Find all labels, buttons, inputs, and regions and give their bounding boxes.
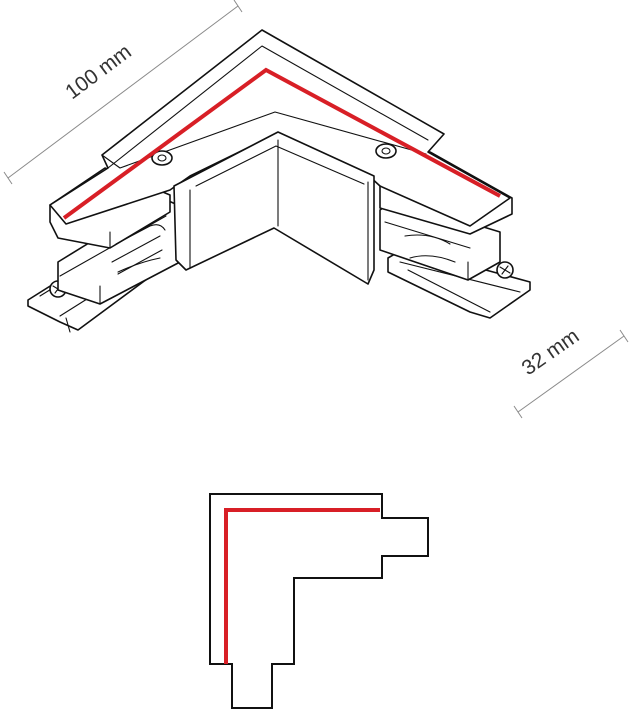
right-arm-lower-slots bbox=[384, 221, 471, 281]
height-dimension-tick-start bbox=[513, 405, 523, 419]
height-dimension-tick-end bbox=[619, 329, 629, 343]
l-connector-isometric bbox=[27, 29, 531, 333]
length-dimension-line bbox=[7, 5, 239, 179]
plan-conductor-line bbox=[224, 508, 380, 664]
length-dimension-tick-start bbox=[3, 171, 13, 185]
length-dimension-label: 100 mm bbox=[61, 40, 136, 104]
top-plate-inner-edge bbox=[101, 45, 429, 169]
l-connector-plan-view bbox=[209, 493, 429, 709]
central-housing bbox=[173, 131, 375, 285]
length-dimension-tick-end bbox=[233, 0, 243, 13]
mounting-hole-icon bbox=[375, 143, 397, 159]
left-arm-contacts bbox=[109, 224, 166, 273]
conductor-line bbox=[62, 67, 501, 220]
screw-icon bbox=[496, 261, 514, 279]
height-dimension-line bbox=[517, 335, 625, 413]
mounting-hole-icon bbox=[151, 150, 173, 166]
plan-outline bbox=[209, 493, 429, 709]
height-dimension: 32 mm bbox=[513, 324, 629, 419]
central-housing-edges bbox=[189, 139, 369, 281]
